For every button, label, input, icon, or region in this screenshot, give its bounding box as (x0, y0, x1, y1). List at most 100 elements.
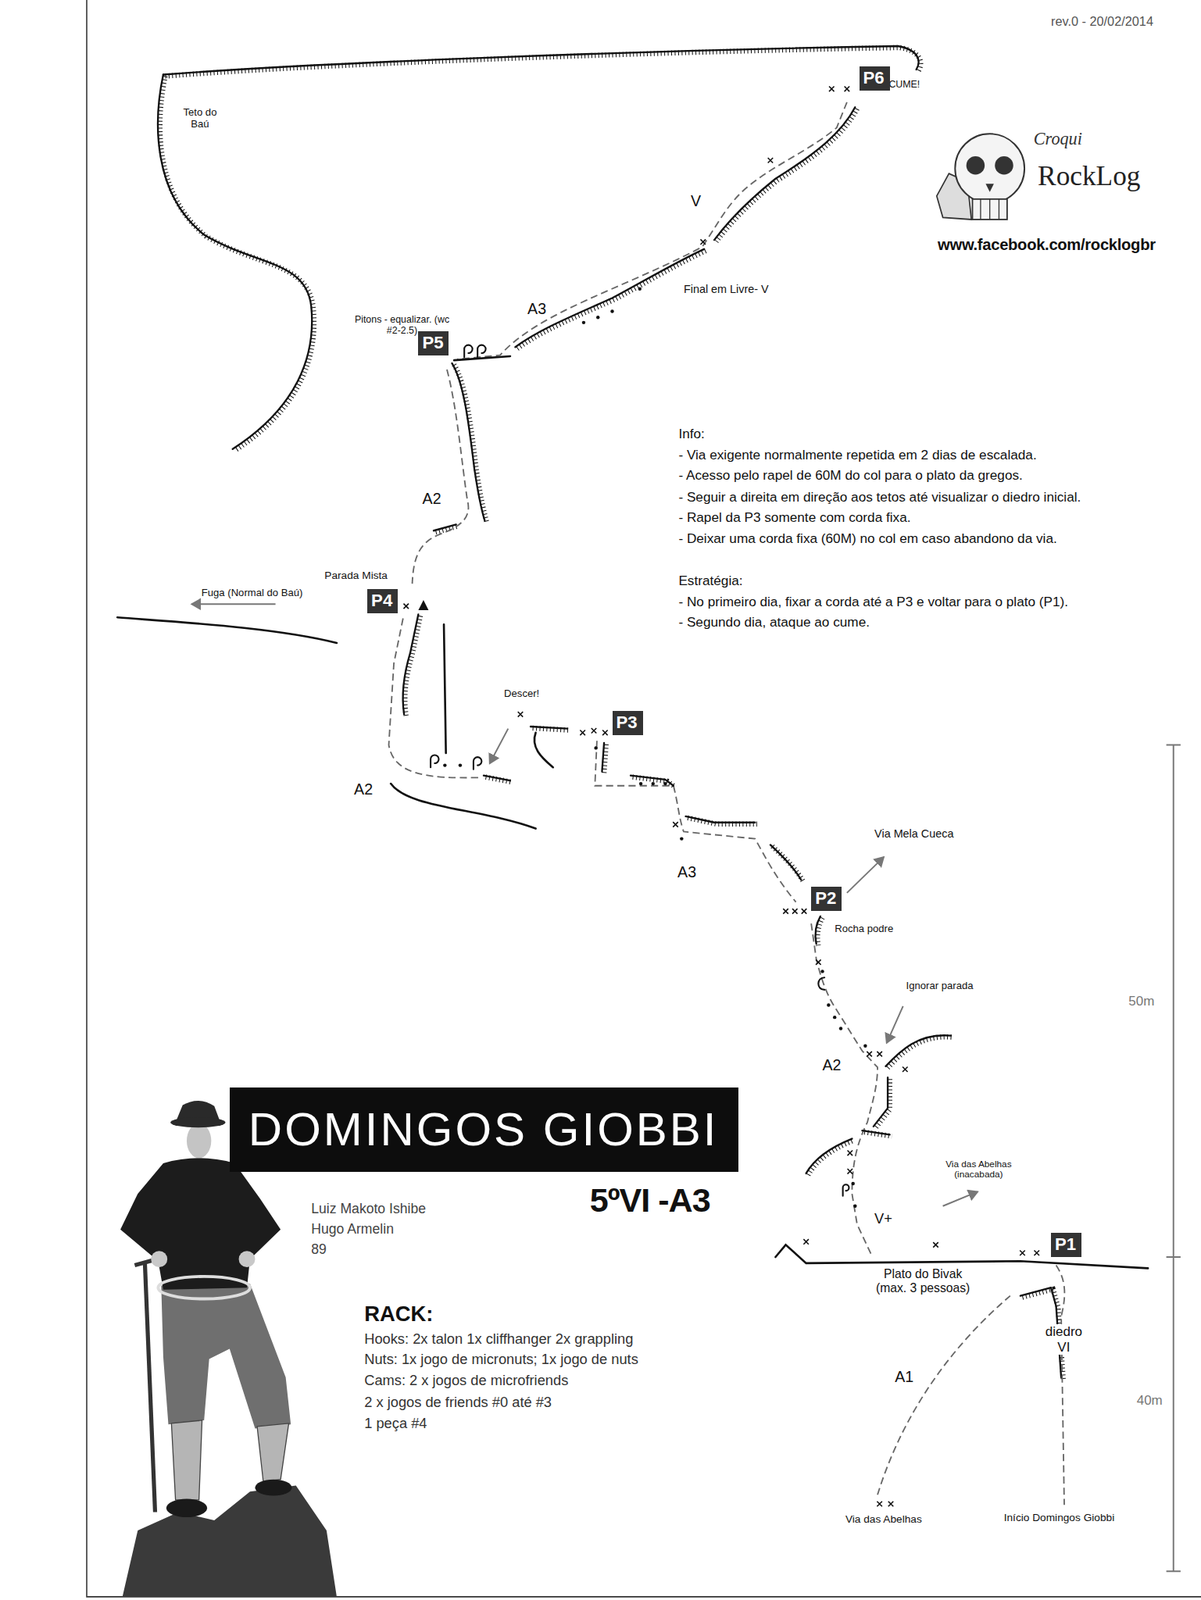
belay-number: P2 (814, 889, 838, 908)
feature-label: Teto do Baú (173, 106, 227, 130)
bolt-dot (679, 836, 683, 840)
variant-label: Via das Abelhas (inacabada) (936, 1159, 1021, 1181)
bolt-dot (443, 763, 447, 767)
feature-label: Plato do Bivak (max. 3 pessoas) (869, 1267, 977, 1296)
route-name: DOMINGOS GIOBBI (248, 1106, 720, 1154)
feature-label: diedro VI (1040, 1324, 1087, 1355)
rock-hatching (517, 250, 707, 349)
bolt-cross (591, 728, 597, 734)
route-line (389, 618, 480, 779)
rock-line (534, 732, 554, 768)
climber-sock (257, 1423, 289, 1482)
bolt-cross (518, 711, 524, 718)
bolt-cross (602, 730, 608, 737)
rock-hatching (887, 1036, 954, 1069)
grade-label: A1 (894, 1368, 914, 1387)
bolt-cross (768, 157, 774, 164)
anchor-marks (403, 86, 1040, 1508)
note-label: Ignorar parada (906, 979, 974, 992)
dimension: 40m (1136, 1393, 1163, 1409)
variant-arrow (943, 1191, 978, 1206)
rock-line (686, 816, 756, 823)
variant-label: Via Mela Cueca (874, 827, 954, 841)
logo-text: RockLog (1037, 160, 1141, 194)
belay-box: P5 (418, 331, 449, 356)
grade-label: V (690, 192, 701, 211)
start-label: Via das Abelhas (845, 1513, 923, 1527)
rack-item: 2 x jogos de friends #0 até #3 (364, 1394, 552, 1411)
climber-boot (166, 1499, 208, 1519)
bolt-cross (847, 1168, 854, 1175)
bolt-cross (932, 1242, 939, 1248)
hook-symbol (818, 977, 825, 991)
bolt-dot (820, 969, 824, 973)
crack-line (885, 1035, 951, 1067)
rock-line (514, 249, 705, 347)
note-label: Final em Livre- V (683, 282, 769, 297)
grade-label: A2 (822, 1056, 842, 1075)
rock-line (433, 524, 457, 531)
info-text: - Segundo dia, ataque ao cume. (678, 614, 870, 631)
bolt-cross (876, 1501, 883, 1508)
grade-label: A2 (422, 489, 442, 508)
plateau-line (775, 1244, 1148, 1269)
bolt-dot (593, 746, 597, 750)
crack-line (806, 1139, 853, 1174)
title-band: DOMINGOS GIOBBI (229, 1087, 739, 1173)
note-label: Descer! (503, 687, 540, 700)
bolt-cross (803, 1239, 809, 1245)
rack-item: Hooks: 2x talon 1x cliffhanger 2x grappl… (364, 1330, 633, 1348)
piton-symbol (464, 345, 486, 358)
belay-number: P3 (616, 713, 640, 733)
bolt-cross (672, 822, 679, 828)
bolt-cross (847, 1150, 854, 1157)
belay-box: P3 (612, 711, 644, 736)
escape-arrow (192, 603, 276, 605)
note-label: Parada Mista (324, 569, 388, 583)
bolt-dot (850, 1182, 855, 1186)
dimension: 50m (1128, 993, 1155, 1010)
rock-line (770, 844, 801, 880)
descend-arrow (489, 729, 509, 764)
roof-line (530, 726, 568, 730)
bolt-cross (403, 604, 409, 610)
bolt-cross (1019, 1251, 1026, 1257)
bolt-dot (582, 321, 586, 325)
author-name: Hugo Armelin (310, 1221, 394, 1237)
bolt-dot (863, 1043, 867, 1048)
grade-label: A3 (677, 863, 697, 882)
belay-number: P1 (1054, 1235, 1078, 1255)
info-text: - Deixar uma corda fixa (60M) no col em … (678, 531, 1057, 547)
page-frame (86, 0, 1201, 1598)
logo-eye (966, 156, 986, 176)
climber-trousers (160, 1283, 291, 1429)
belay-number: P6 (863, 68, 887, 88)
route-line (811, 923, 878, 1258)
route-line (594, 740, 796, 902)
climber-hand (150, 1251, 168, 1268)
corner-line (443, 624, 447, 754)
belay-number: P4 (371, 591, 394, 611)
author-name: Luiz Makoto Ishibe (310, 1201, 426, 1217)
belay-number: P5 (421, 333, 445, 353)
grade-label: V+ (874, 1210, 893, 1227)
summit-label: CUME! (888, 78, 920, 90)
roof-line (861, 1130, 890, 1135)
rock-line (714, 107, 855, 240)
rock-line (453, 356, 511, 361)
route-line (412, 369, 469, 584)
piton-symbol (430, 755, 482, 770)
climber-sock (171, 1420, 202, 1501)
roof-line (390, 783, 536, 829)
bolt-cross (792, 908, 798, 915)
bolt-cross (829, 86, 835, 93)
rock-outline (157, 75, 312, 450)
bolt-cross (902, 1066, 908, 1073)
bolt-dot (663, 782, 667, 786)
info-text: - Via exigente normalmente repetida em 2… (678, 447, 1037, 464)
bolt-dot (639, 782, 643, 786)
info-text: - No primeiro dia, fixar a corda até a P… (678, 594, 1069, 611)
bolt-dot (596, 315, 600, 319)
climber-face (186, 1123, 211, 1159)
